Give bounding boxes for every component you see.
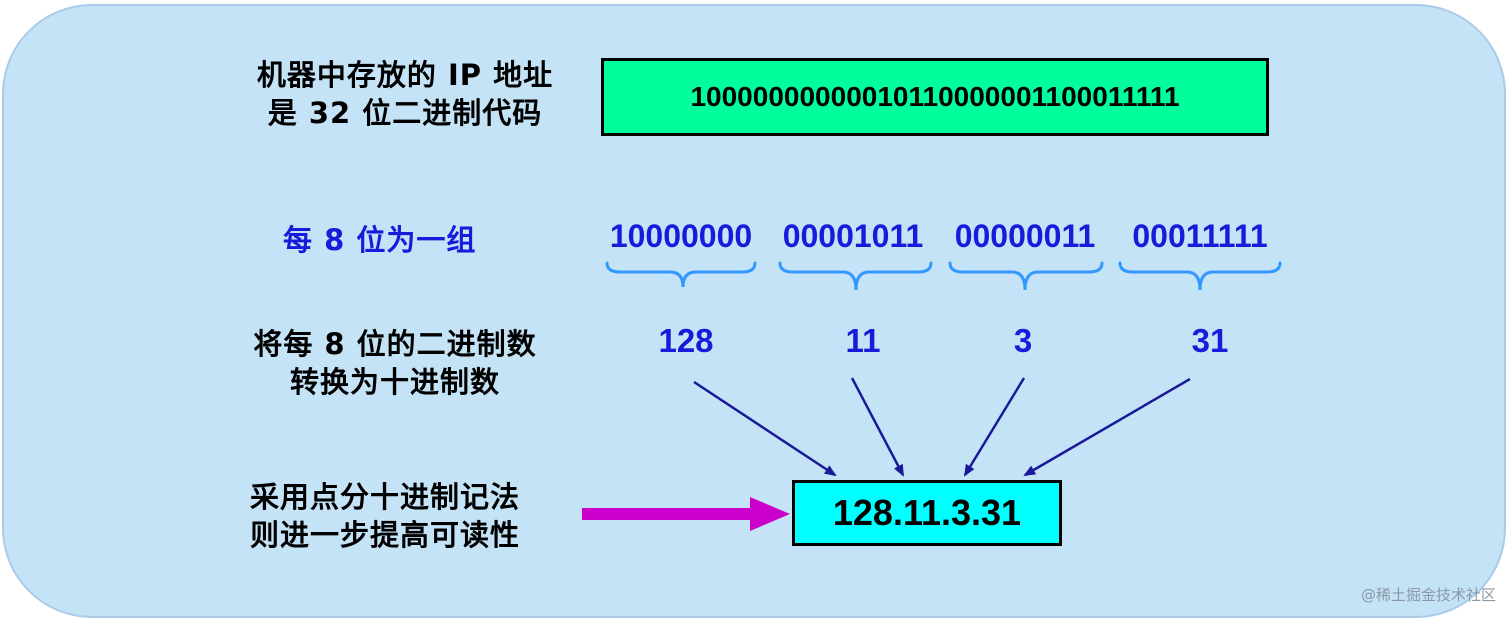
stored-ip-label-line2: 是 32 位二进制代码 <box>267 96 543 130</box>
convert-label-line1: 将每 8 位的二进制数 <box>253 327 537 361</box>
octet-3: 00000011 <box>954 218 1096 254</box>
stored-ip-label-line1: 机器中存放的 IP 地址 <box>256 58 554 92</box>
stored-ip-label: 机器中存放的 IP 地址 是 32 位二进制代码 <box>230 56 580 132</box>
binary-address-box: 10000000000010110000001100011111 <box>601 58 1269 136</box>
octet-2: 00001011 <box>782 218 924 254</box>
octet-4: 00011111 <box>1132 218 1268 254</box>
dotted-label-line2: 则进一步提高可读性 <box>249 518 520 552</box>
convert-label-line2: 转换为十进制数 <box>289 365 500 399</box>
watermark: @稀土掘金技术社区 <box>1360 586 1496 604</box>
dotted-label-line1: 采用点分十进制记法 <box>249 480 520 514</box>
decimal-1: 128 <box>658 322 714 359</box>
convert-label: 将每 8 位的二进制数 转换为十进制数 <box>225 325 565 401</box>
decimal-3: 3 <box>1013 322 1033 359</box>
group-label: 每 8 位为一组 <box>283 223 477 257</box>
dotted-decimal-box: 128.11.3.31 <box>792 480 1062 546</box>
dotted-label: 采用点分十进制记法 则进一步提高可读性 <box>220 478 550 554</box>
octet-1: 10000000 <box>609 218 753 254</box>
decimal-4: 31 <box>1191 322 1229 359</box>
decimal-2: 11 <box>845 322 881 359</box>
